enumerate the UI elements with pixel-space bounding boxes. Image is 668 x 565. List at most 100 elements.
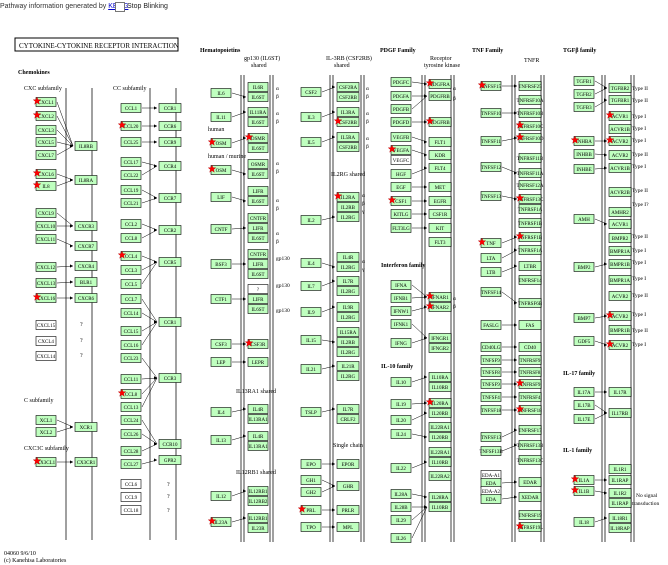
gene-node-ccl21[interactable]: CCL21 xyxy=(120,198,142,208)
gene-box[interactable] xyxy=(35,427,57,437)
gene-node-lepr[interactable]: LEPR xyxy=(247,357,269,367)
gene-node-acvr2[interactable]: ACVR2 xyxy=(608,150,632,160)
gene-box[interactable] xyxy=(247,169,269,179)
gene-box[interactable] xyxy=(390,104,412,114)
gene-box[interactable] xyxy=(480,494,502,504)
gene-box[interactable] xyxy=(336,286,360,296)
gene-box[interactable] xyxy=(390,377,412,387)
gene-node-cxcl15[interactable]: CXCL15 xyxy=(35,320,57,330)
gene-node-ccl16[interactable]: CCL16 xyxy=(120,340,142,350)
gene-box[interactable] xyxy=(336,459,360,469)
gene-node-il6st[interactable]: IL6ST xyxy=(247,92,269,102)
gene-node-il26[interactable]: IL26 xyxy=(390,533,412,543)
gene-box[interactable] xyxy=(428,372,452,382)
gene-node-tnfsf10[interactable]: TNFSF10 xyxy=(480,108,502,118)
gene-node-il18rap[interactable]: IL18RAP xyxy=(608,523,632,533)
gene-box[interactable] xyxy=(608,233,632,243)
gene-box[interactable] xyxy=(480,446,502,456)
gene-node-xcl2[interactable]: XCL2 xyxy=(35,427,57,437)
gene-node-xcl1[interactable]: XCL1 xyxy=(35,415,57,425)
gene-node-cxcl10[interactable]: CXCL10 xyxy=(35,221,57,231)
gene-node-il6st[interactable]: IL6ST xyxy=(247,143,269,153)
gene-node-il19[interactable]: IL19 xyxy=(390,399,412,409)
gene-box[interactable] xyxy=(247,186,269,196)
gene-box[interactable] xyxy=(608,207,632,217)
gene-node-il15[interactable]: IL15 xyxy=(300,335,322,345)
gene-node-egfr[interactable]: EGFR xyxy=(428,196,452,206)
gene-node-kdr[interactable]: KDR xyxy=(428,150,452,160)
gene-box[interactable] xyxy=(120,415,142,425)
gene-node-tnfrsf4[interactable]: TNFRSF4 xyxy=(518,392,542,402)
gene-node-tnfrsf13c[interactable]: TNFRSF13C xyxy=(517,455,544,465)
gene-box[interactable] xyxy=(35,208,57,218)
gene-node-ccl8[interactable]: CCL8 xyxy=(117,388,142,399)
gene-box[interactable] xyxy=(336,414,360,424)
gene-node-gdf5[interactable]: GDF5 xyxy=(573,336,595,346)
gene-box[interactable] xyxy=(247,82,269,92)
gene-node-cxcl13[interactable]: CXCL13 xyxy=(35,278,57,288)
gene-box[interactable] xyxy=(120,308,142,318)
gene-box[interactable] xyxy=(35,351,57,361)
gene-node-lifr[interactable]: LIFR xyxy=(247,186,269,196)
gene-node-il11ra[interactable]: IL11RA xyxy=(247,107,269,117)
gene-node-flt3lg[interactable]: FLT3LG xyxy=(390,223,412,233)
gene-node-blr1[interactable]: BLR1 xyxy=(74,277,98,287)
gene-node-il12[interactable]: IL12 xyxy=(210,491,232,501)
gene-box[interactable] xyxy=(158,121,182,131)
gene-node-ccl17[interactable]: CCL17 xyxy=(120,157,142,167)
gene-node-il8rb[interactable]: IL8RB xyxy=(74,141,98,151)
gene-node-il9r[interactable]: IL9R xyxy=(336,302,360,312)
gene-box[interactable] xyxy=(336,142,360,152)
gene-node-il6[interactable]: IL6 xyxy=(210,88,232,98)
gene-node-eda[interactable]: EDA xyxy=(480,478,502,488)
gene-node-cxcl7[interactable]: CXCL7 xyxy=(35,150,57,160)
gene-box[interactable] xyxy=(120,505,142,515)
gene-box[interactable] xyxy=(518,168,542,178)
gene-box[interactable] xyxy=(74,141,98,151)
gene-box[interactable] xyxy=(120,233,142,243)
gene-node-ifna[interactable]: IFNA xyxy=(390,280,412,290)
gene-node-osmr[interactable]: OSMR xyxy=(247,159,269,169)
gene-node-lif[interactable]: LIF xyxy=(210,192,232,202)
gene-box[interactable] xyxy=(480,379,502,389)
gene-node-amh[interactable]: AMH xyxy=(573,214,595,224)
gene-node-ltbr[interactable]: LTBR xyxy=(518,261,542,271)
gene-node-tnfrsf13c[interactable]: TNFRSF13C xyxy=(515,193,544,204)
gene-box[interactable] xyxy=(573,313,595,323)
gene-node-cxcr6[interactable]: CXCR6 xyxy=(74,293,98,303)
gene-box[interactable] xyxy=(518,320,542,330)
gene-box[interactable] xyxy=(390,77,412,87)
gene-node-acvr1[interactable]: ACVR1 xyxy=(605,110,632,121)
gene-box[interactable] xyxy=(300,87,322,97)
gene-node-tnfrsf11a[interactable]: TNFRSF11A xyxy=(517,168,544,178)
gene-box[interactable] xyxy=(608,163,632,173)
gene-box[interactable] xyxy=(608,219,632,229)
gene-node-ccr1[interactable]: CCR1 xyxy=(158,103,182,113)
gene-box[interactable] xyxy=(518,510,542,520)
gene-node-ccl24[interactable]: CCL24 xyxy=(120,415,142,425)
gene-box[interactable] xyxy=(480,108,502,118)
gene-node-ccr4[interactable]: CCR4 xyxy=(158,161,182,171)
gene-node-il6st[interactable]: IL6ST xyxy=(247,269,269,279)
gene-node-csf2rb[interactable]: CSF2RB xyxy=(333,116,360,127)
gene-node-ccl23[interactable]: CCL23 xyxy=(120,353,142,363)
gene-node-il28b[interactable]: IL28B xyxy=(390,502,412,512)
gene-node-acvr2[interactable]: ACVR2 xyxy=(608,291,632,301)
gene-box[interactable] xyxy=(74,241,98,251)
gene-box[interactable] xyxy=(210,407,232,417)
gene-box[interactable] xyxy=(336,252,360,262)
gene-box[interactable] xyxy=(247,284,269,294)
gene-node-il4r[interactable]: IL4R xyxy=(336,252,360,262)
gene-box[interactable] xyxy=(210,259,232,269)
gene-node-il3ra[interactable]: IL3RA xyxy=(336,107,360,117)
gene-box[interactable] xyxy=(428,492,452,502)
gene-box[interactable] xyxy=(480,267,502,277)
gene-node-osm[interactable]: OSM xyxy=(207,137,232,148)
gene-box[interactable] xyxy=(428,91,452,101)
gene-box[interactable] xyxy=(428,408,452,418)
gene-box[interactable] xyxy=(573,214,595,224)
gene-node-il10rb[interactable]: IL10RB xyxy=(428,382,452,392)
gene-box[interactable] xyxy=(247,523,269,533)
gene-node-tnfrsf18[interactable]: TNFRSF18 xyxy=(515,404,542,415)
gene-node-tnfsf15[interactable]: TNFSF15 xyxy=(477,80,501,91)
